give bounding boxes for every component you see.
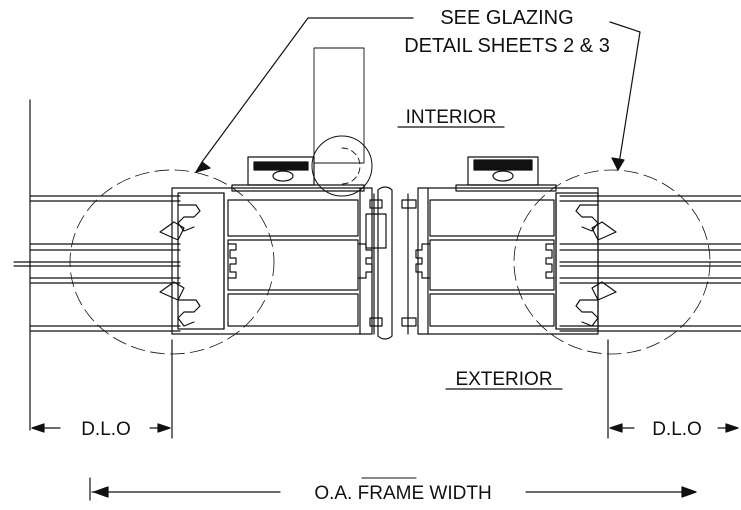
left-glass-lite xyxy=(13,99,181,431)
right-frame-section xyxy=(415,184,617,335)
glazing-note-line1: SEE GLAZING xyxy=(440,7,573,29)
center-coupler xyxy=(365,186,417,340)
dlo-dimensions xyxy=(31,339,739,439)
top-pressure-caps xyxy=(247,156,539,186)
pivot-detail xyxy=(311,47,373,197)
dlo-left-label: D.L.O xyxy=(81,419,131,440)
exterior-label: EXTERIOR xyxy=(455,369,552,390)
left-frame-section xyxy=(159,184,373,335)
right-glass-lite xyxy=(559,195,741,332)
glazing-note-line2: DETAIL SHEETS 2 & 3 xyxy=(404,35,610,57)
leader-lines xyxy=(195,17,641,173)
interior-label: INTERIOR xyxy=(406,107,497,128)
overall-width-label: O.A. FRAME WIDTH xyxy=(314,483,491,504)
dlo-right-label: D.L.O xyxy=(652,419,702,440)
overall-width-dimension xyxy=(89,477,697,501)
